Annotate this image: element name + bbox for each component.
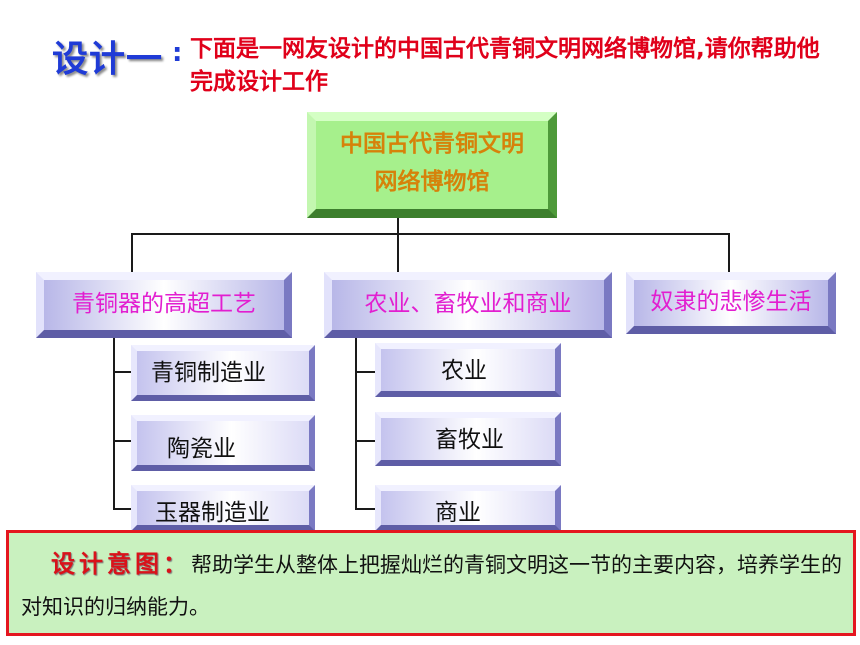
connector-branch-1 xyxy=(131,233,133,272)
branch-node-bronze-craft: 青铜器的高超工艺 xyxy=(36,272,292,338)
connector-branch1-trunk xyxy=(113,338,115,510)
connector-branch2-child2 xyxy=(355,440,375,442)
connector-branch-2 xyxy=(397,233,399,272)
root-node: 中国古代青铜文明 网络博物馆 xyxy=(307,112,557,218)
connector-level1-bar xyxy=(131,233,730,235)
intro-text: 下面是一网友设计的中国古代青铜文明网络博物馆,请你帮助他完成设计工作 xyxy=(190,36,820,95)
connector-branch1-child3 xyxy=(113,508,131,510)
design-intent-box: 设计意图：帮助学生从整体上把握灿烂的青铜文明这一节的主要内容，培养学生的对知识的… xyxy=(6,530,856,636)
connector-branch-3 xyxy=(728,233,730,272)
leaf-node-commerce: 商业 xyxy=(375,485,561,531)
connector-branch2-trunk xyxy=(355,338,357,510)
leaf-node-ceramics: 陶瓷业 xyxy=(131,415,315,471)
connector-branch2-child1 xyxy=(355,371,375,373)
design-title-colon: : xyxy=(172,38,183,68)
branch-node-agriculture-commerce: 农业、畜牧业和商业 xyxy=(324,272,612,338)
connector-branch1-child2 xyxy=(113,440,131,442)
leaf-node-jade-manufacturing: 玉器制造业 xyxy=(131,485,315,531)
connector-root-stem xyxy=(397,218,399,234)
connector-branch2-child3 xyxy=(355,508,375,510)
root-node-line1: 中国古代青铜文明 xyxy=(340,131,524,157)
design-intent-text: 帮助学生从整体上把握灿烂的青铜文明这一节的主要内容，培养学生的对知识的归纳能力。 xyxy=(21,553,842,619)
connector-branch1-child1 xyxy=(113,371,131,373)
root-node-line2: 网络博物馆 xyxy=(374,169,490,195)
design-intent-title: 设计意图： xyxy=(51,550,191,578)
design-title: 设计一 xyxy=(52,39,164,80)
branch-node-slave-life: 奴隶的悲惨生活 xyxy=(626,272,836,334)
leaf-node-animal-husbandry: 畜牧业 xyxy=(375,412,561,466)
leaf-node-agriculture: 农业 xyxy=(375,343,561,397)
leaf-node-bronze-manufacturing: 青铜制造业 xyxy=(131,345,315,401)
